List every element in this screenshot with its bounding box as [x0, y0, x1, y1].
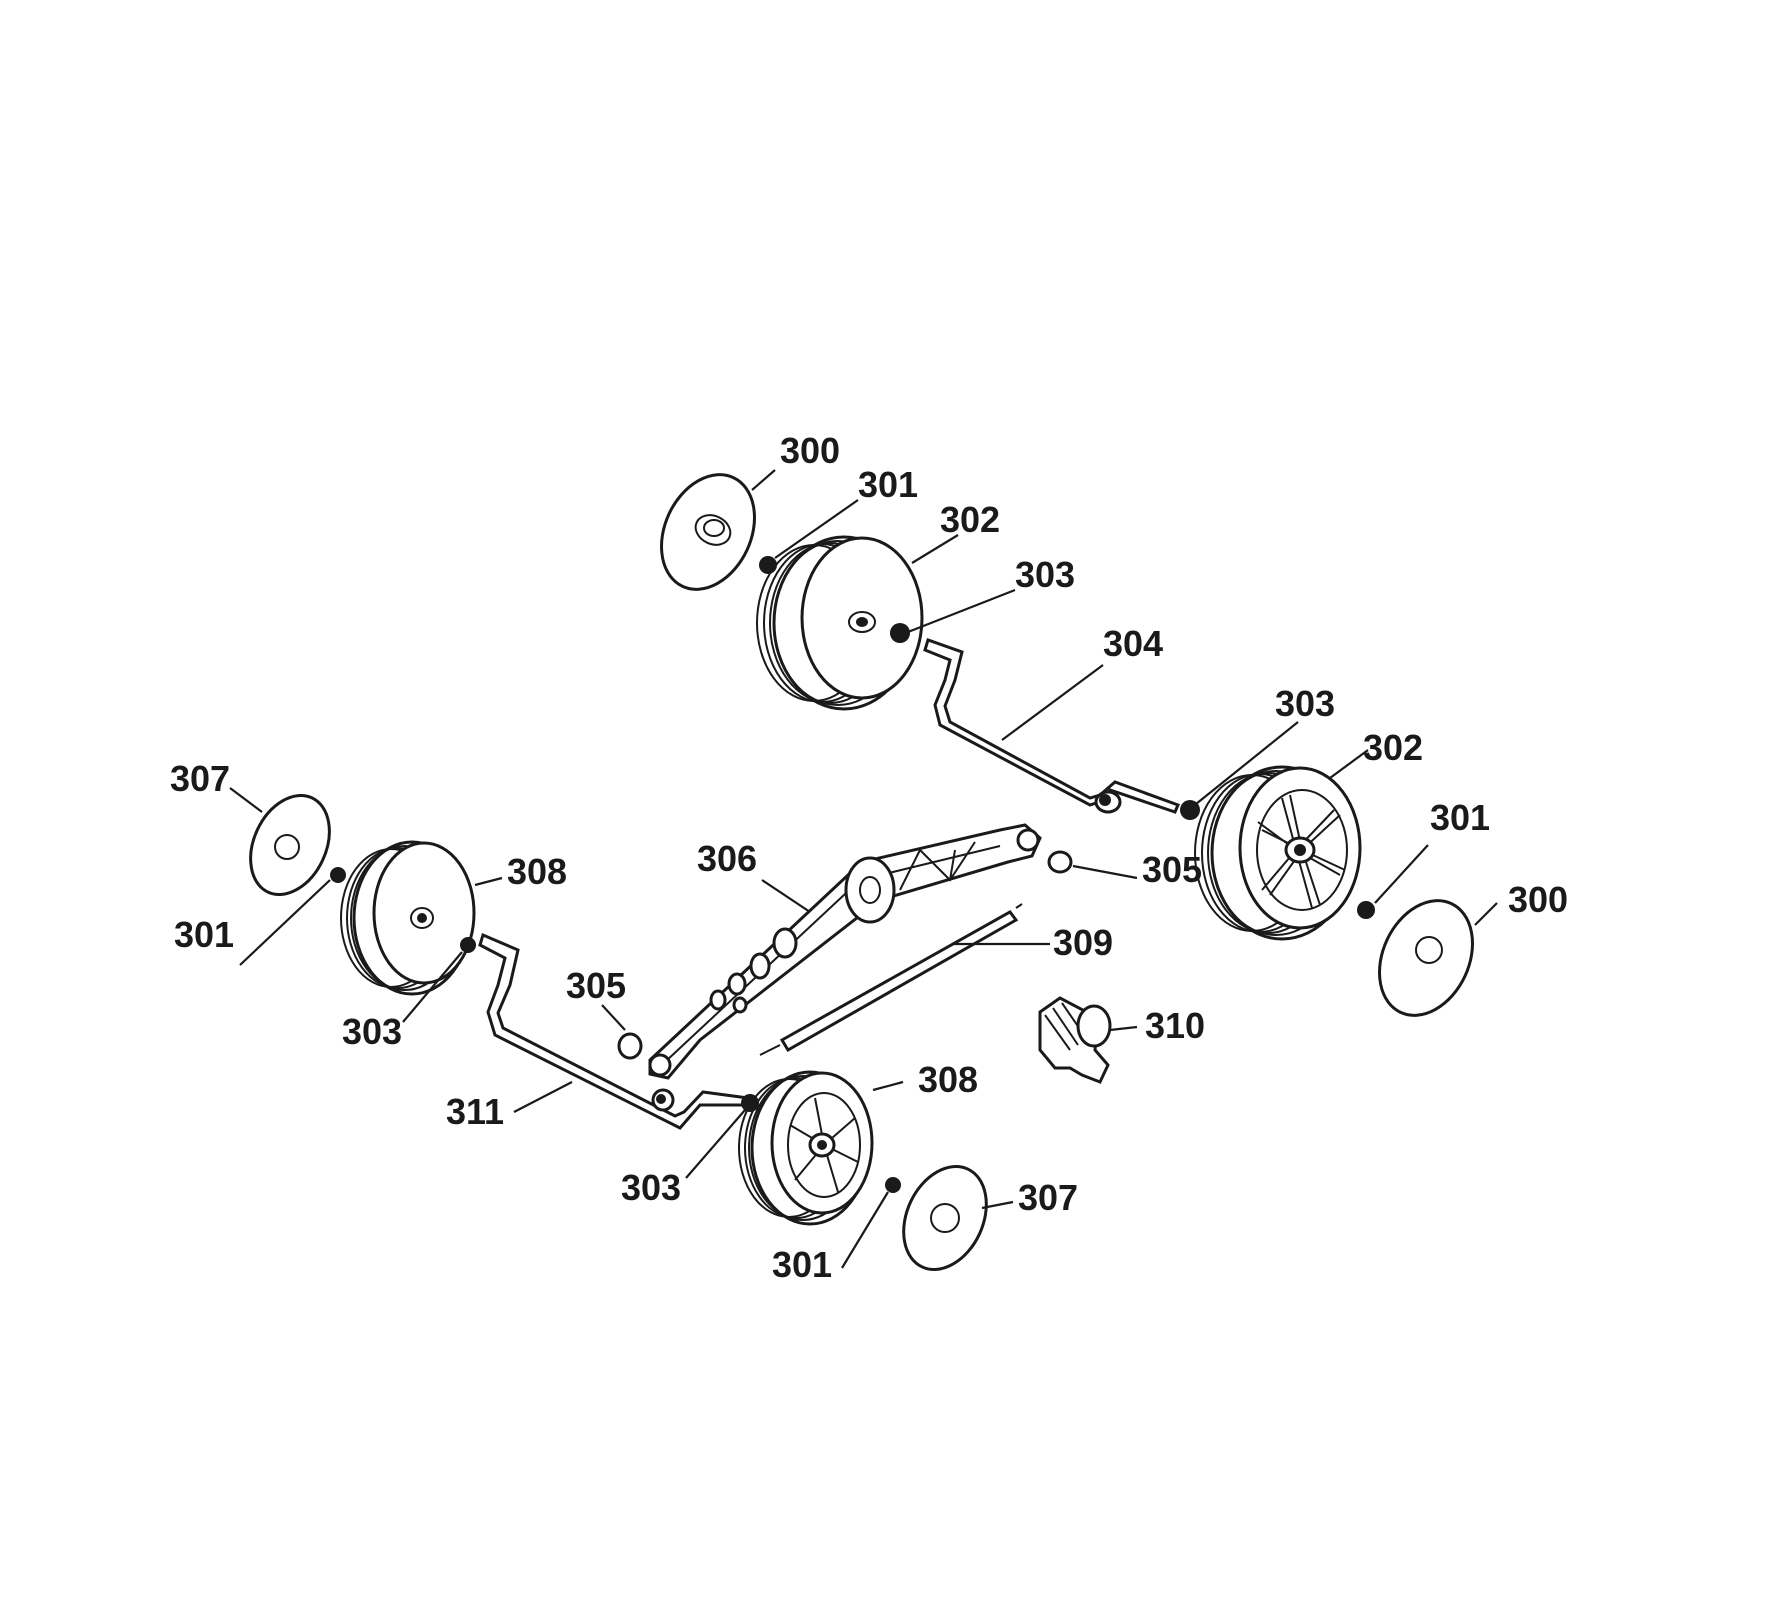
callout-301-top: 301: [858, 464, 918, 505]
wheel-302-right: [1194, 765, 1362, 941]
wheel-302-top: [756, 535, 924, 711]
leader-lines: [229, 469, 1498, 1269]
nut-303-right: [1180, 800, 1200, 820]
callout-302-right: 302: [1363, 727, 1423, 768]
nut-303-left: [460, 937, 476, 953]
lever-306: [648, 823, 1042, 1080]
knob-310: [1038, 996, 1112, 1084]
axle-304: [923, 638, 1181, 814]
nut-303-top: [890, 623, 910, 643]
clip-301-top: [759, 556, 777, 574]
clip-301-left: [330, 867, 346, 883]
axle-311: [478, 932, 751, 1130]
callout-308-front: 308: [918, 1059, 978, 1100]
callout-310: 310: [1145, 1005, 1205, 1046]
callout-308-left: 308: [507, 851, 567, 892]
spacer-305-left: [617, 1032, 643, 1060]
hubcap-300-right: [1378, 899, 1474, 1017]
spring-309: [759, 903, 1023, 1056]
spacer-305-right: [1047, 850, 1073, 874]
hubcap-300-top: [660, 473, 756, 591]
callout-303-top: 303: [1015, 554, 1075, 595]
callout-303-left: 303: [342, 1011, 402, 1052]
wheel-308-front: [738, 1070, 874, 1226]
callout-311: 311: [446, 1091, 504, 1132]
callout-300-top: 300: [780, 430, 840, 471]
callout-303-front: 303: [621, 1167, 681, 1208]
hubcap-307-left: [249, 793, 331, 897]
callout-307-left: 307: [170, 758, 230, 799]
callout-305-left: 305: [566, 965, 626, 1006]
callout-306: 306: [697, 838, 757, 879]
clip-301-front: [885, 1177, 901, 1193]
clip-301-right: [1357, 901, 1375, 919]
callout-301-right: 301: [1430, 797, 1490, 838]
callout-301-front: 301: [772, 1244, 832, 1285]
callout-302-top: 302: [940, 499, 1000, 540]
callout-305-right: 305: [1142, 849, 1202, 890]
callout-303-right: 303: [1275, 683, 1335, 724]
callout-309: 309: [1053, 922, 1113, 963]
callout-304: 304: [1103, 623, 1163, 664]
callout-301-left: 301: [174, 914, 234, 955]
callout-307-front: 307: [1018, 1177, 1078, 1218]
wheel-308-left: [340, 840, 476, 996]
hubcap-307-front: [902, 1164, 988, 1272]
callout-300-right: 300: [1508, 879, 1568, 920]
